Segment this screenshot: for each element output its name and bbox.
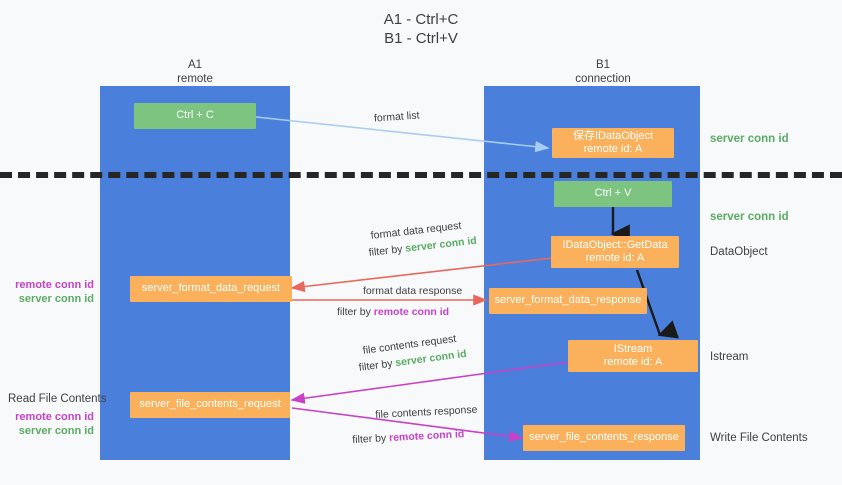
edge-filter-key-fdres: remote conn id [373, 306, 450, 318]
right-label-write-file-contents: Write File Contents [710, 432, 808, 444]
node-ctrl-c-label: Ctrl + C [176, 109, 214, 122]
node-idataobject-getdata[interactable]: IDataObject::GetData remote id: A [551, 236, 679, 268]
node-save-dataobject[interactable]: 保存IDataObject remote id: A [552, 128, 674, 158]
edge-label-format-list: format list [373, 109, 420, 125]
node-server-format-data-request-label: server_format_data_request [141, 282, 281, 295]
edge-filter-prefix-fcreq: filter by [358, 357, 397, 374]
node-server-file-contents-request-label: server_file_contents_request [139, 398, 281, 411]
column-a1-role: remote [177, 73, 213, 85]
node-istream[interactable]: IStream remote id: A [568, 340, 698, 372]
edge-label-format-data-response-filter: filter by remote conn id [337, 305, 449, 319]
diagram-title: A1 - Ctrl+C B1 - Ctrl+V [0, 10, 842, 48]
node-server-format-data-response-label: server_format_data_response [494, 294, 642, 307]
node-server-format-data-request[interactable]: server_format_data_request [130, 276, 292, 302]
left-conn-server-file: server conn id [18, 425, 94, 437]
node-ctrl-v[interactable]: Ctrl + V [554, 181, 672, 207]
edge-label-format-data-response-line1: format data response [363, 285, 463, 297]
column-header-b1: B1 connection [538, 58, 668, 86]
left-conn-id-stack-file: remote conn id server conn id [8, 410, 94, 438]
right-label-dataobject: DataObject [710, 246, 768, 258]
title-line-2: B1 - Ctrl+V [384, 30, 458, 47]
node-idataobject-getdata-line2: remote id: A [585, 252, 645, 264]
right-label-server-conn-id-top: server conn id [710, 133, 789, 145]
right-label-server-conn-id-mid: server conn id [710, 211, 789, 223]
edge-filter-prefix-fcres: filter by [352, 432, 390, 446]
edge-label-file-contents-response-filter: filter by remote conn id [352, 427, 465, 447]
left-conn-remote-format: remote conn id [15, 279, 94, 291]
column-b1-name: B1 [595, 59, 611, 71]
node-save-dataobject-line1: 保存IDataObject [572, 129, 654, 142]
right-label-istream: Istream [710, 351, 749, 363]
node-save-dataobject-line2: remote id: A [583, 143, 643, 155]
edge-filter-prefix-fdres: filter by [337, 306, 374, 318]
column-b1-role: connection [575, 73, 631, 85]
node-ctrl-v-label: Ctrl + V [594, 187, 632, 200]
left-conn-remote-file: remote conn id [15, 411, 94, 423]
node-idataobject-getdata-line1: IDataObject::GetData [562, 238, 668, 251]
node-ctrl-c[interactable]: Ctrl + C [134, 103, 256, 129]
node-server-file-contents-response-label: server_file_contents_response [529, 431, 679, 444]
node-server-file-contents-response[interactable]: server_file_contents_response [523, 425, 685, 451]
node-istream-line1: IStream [613, 342, 653, 355]
left-conn-id-stack-format: remote conn id server conn id [8, 278, 94, 306]
left-label-read-file-contents: Read File Contents [8, 393, 107, 405]
edge-filter-prefix-fdreq: filter by [368, 242, 407, 259]
node-server-format-data-response[interactable]: server_format_data_response [489, 288, 647, 314]
column-header-a1: A1 remote [130, 58, 260, 86]
edge-filter-key-fcres: remote conn id [388, 428, 465, 445]
node-istream-line2: remote id: A [603, 356, 663, 368]
phase-divider-line [0, 172, 842, 178]
node-server-file-contents-request[interactable]: server_file_contents_request [130, 392, 290, 418]
edge-label-file-contents-response-line1: file contents response [375, 403, 478, 421]
left-conn-server-format: server conn id [18, 293, 94, 305]
title-line-1: A1 - Ctrl+C [383, 11, 459, 28]
column-a1-name: A1 [187, 59, 203, 71]
